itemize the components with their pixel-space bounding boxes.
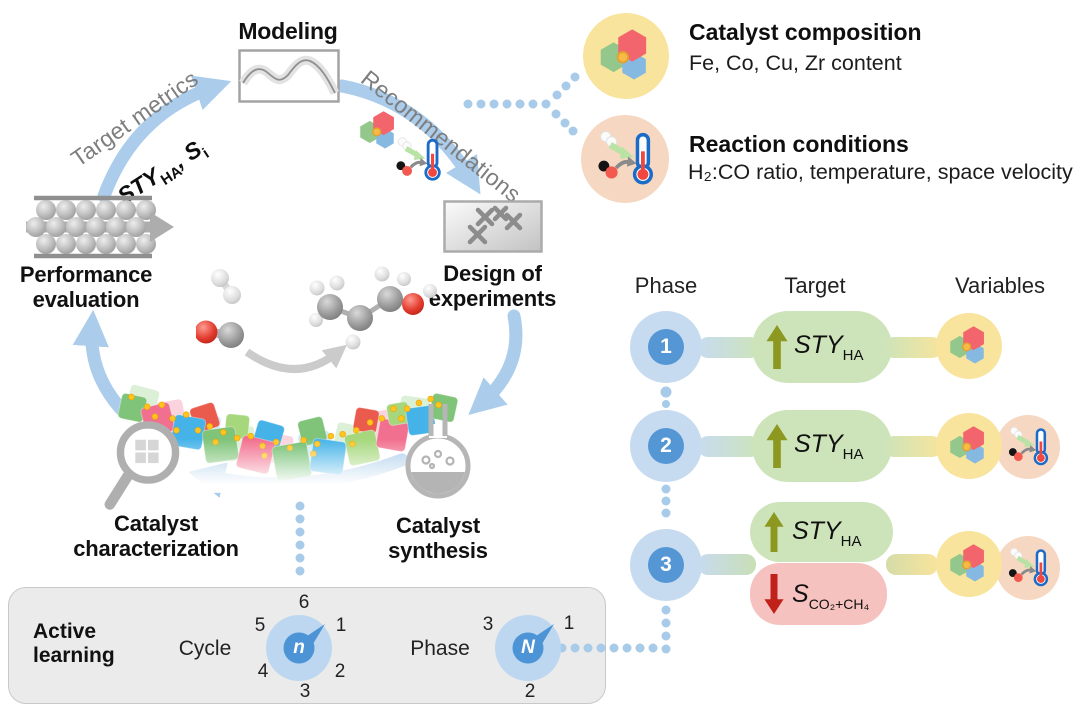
phase-row-2: 2 STYHA: [628, 408, 1074, 486]
cycle-counter-dial: n: [266, 615, 332, 681]
reaction-conditions-title: Reaction conditions: [689, 131, 909, 157]
catalyst-composition-icon: [949, 425, 985, 465]
connector: [886, 554, 938, 575]
catalyst-composition-badge: [583, 13, 669, 99]
reaction-molecules: [196, 266, 437, 350]
doe-plot-icon: [443, 200, 543, 253]
phase-number: 3: [648, 547, 684, 583]
performance-evaluation-label: Performance evaluation: [19, 262, 153, 312]
phase-number: 1: [648, 329, 684, 365]
connector: [698, 554, 756, 575]
cycle-number-6: 6: [298, 592, 310, 613]
variables-conditions-badge: [996, 536, 1060, 600]
phase-counter-label: Phase: [410, 637, 470, 660]
reaction-conditions-mini-icon: [392, 134, 444, 186]
down-arrow-icon: [764, 574, 784, 614]
cycle-number-1: 1: [335, 615, 347, 636]
recommendations-dotted-connector: [463, 72, 580, 136]
target-column-header: Target: [784, 273, 846, 298]
catalyst-synthesis-label: Catalyst synthesis: [388, 513, 488, 563]
active-learning-title: Active learning: [33, 620, 115, 667]
up-arrow-icon: [766, 424, 788, 468]
target-metric: STYHA: [794, 331, 864, 364]
catalyst-characterization-label: Catalyst characterization: [73, 511, 239, 561]
catalyst-composition-subtitle: Fe, Co, Cu, Zr content: [689, 51, 902, 75]
reaction-conditions-badge: [581, 115, 669, 203]
reaction-conditions-subtitle: H₂:CO ratio, temperature, space velocity: [688, 160, 1073, 184]
connector: [884, 337, 942, 358]
propanol-molecule: [309, 266, 437, 350]
magnifier-icon: [104, 421, 180, 510]
round-bottom-flask-icon: [405, 404, 471, 499]
cycle-counter-dotted-connector: [295, 501, 305, 576]
phase-number-2: 2: [524, 681, 536, 702]
up-arrow-icon: [766, 325, 788, 369]
characterization-to-performance-arrow: [72, 309, 128, 416]
phase-row-3: 3 STYHA SCO₂+CH₄: [628, 500, 1074, 636]
phase-symbol: N: [521, 637, 535, 658]
phase-number: 2: [648, 428, 684, 464]
reaction-conditions-icon: [593, 127, 657, 191]
connector: [698, 436, 760, 457]
cycle-number-4: 4: [257, 661, 269, 682]
recommendations-arrow: [335, 79, 481, 195]
h2-molecule: [211, 269, 241, 304]
catalyst-composition-title: Catalyst composition: [689, 19, 922, 45]
catalyst-composition-icon: [599, 28, 648, 81]
catalyst-composition-icon: [949, 325, 985, 365]
modeling-label: Modeling: [238, 18, 338, 44]
phase-number-1: 1: [563, 613, 575, 634]
variables-composition-badge: [936, 413, 1002, 479]
reaction-conditions-icon: [1005, 424, 1051, 470]
target-metric: STYHA: [794, 430, 864, 463]
cycle-number-3: 3: [299, 681, 311, 702]
design-of-experiments-label: Design of experiments: [428, 261, 557, 311]
reaction-conditions-icon: [1005, 545, 1051, 591]
connector: [884, 436, 942, 457]
target-metrics-arrow: [97, 75, 232, 203]
cycle-number-2: 2: [334, 661, 346, 682]
dial-icon: [266, 615, 332, 681]
variables-composition-badge: [936, 531, 1002, 597]
variables-composition-badge: [936, 313, 1002, 379]
cycle-number-5: 5: [254, 615, 266, 636]
phase-counter-dial: N: [495, 615, 561, 681]
phase-column-header: Phase: [634, 273, 698, 298]
doe-to-synthesis-arrow: [468, 309, 523, 416]
dial-icon: [495, 615, 561, 681]
target-metric: SCO₂+CH₄: [792, 580, 870, 612]
phase-number-3: 3: [482, 614, 494, 635]
connector: [698, 337, 760, 358]
variables-column-header: Variables: [954, 273, 1046, 298]
target-metric: STYHA: [792, 517, 862, 550]
catalyst-composition-icon: [949, 543, 985, 583]
reactor-icon: [26, 195, 174, 259]
cycle-counter-label: Cycle: [178, 637, 232, 660]
reaction-arrow: [244, 344, 348, 373]
modeling-chart-icon: [238, 49, 340, 103]
phase-counter-dotted-connector: [557, 605, 671, 654]
variables-conditions-badge: [996, 415, 1060, 479]
phase-row-dotted-connector: [660, 386, 672, 518]
cycle-symbol: n: [293, 637, 305, 658]
up-arrow-icon: [764, 512, 784, 552]
phase-row-1: 1 STYHA: [628, 309, 1074, 387]
co-molecule: [196, 320, 244, 348]
